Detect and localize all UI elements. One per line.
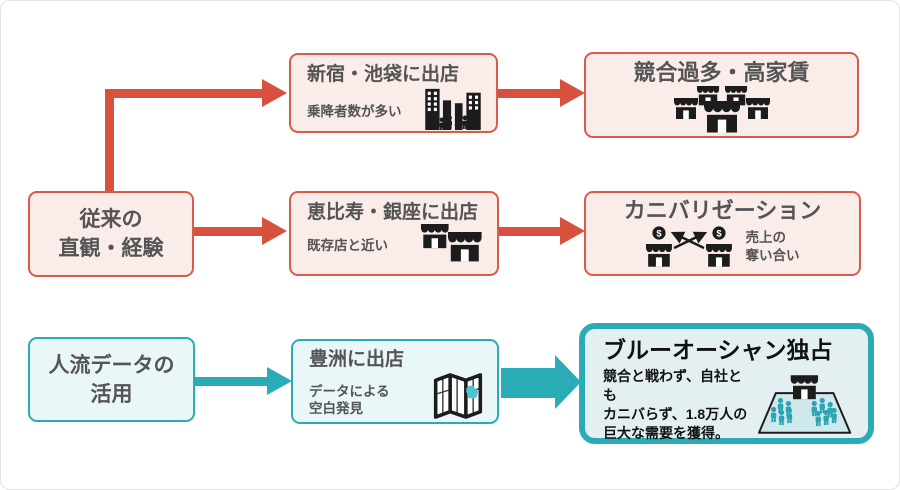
- node-toyosu: 豊洲に出店 データによる 空白発見: [291, 339, 499, 424]
- arrow-ebisu-to-cannibalization-head: [560, 217, 585, 245]
- cannibalization-title: カニバリゼーション: [623, 198, 822, 223]
- blueocean-body-line2: カニバらず、1.8万人の: [603, 406, 748, 422]
- toyosu-subtitle-line2: 空白発見: [309, 401, 363, 416]
- node-ebisu-ginza: 恵比寿・銀座に出店 既存店と近い: [289, 191, 499, 276]
- arrow-shinjuku-to-overcompetition-head: [560, 79, 585, 107]
- traditional-title-line1: 従来の: [79, 208, 143, 231]
- node-shinjuku-ikebukuro: 新宿・池袋に出店 乗降者数が多い: [289, 53, 498, 133]
- svg-text:$: $: [656, 228, 662, 239]
- blueocean-title: ブルーオーシャン独占: [603, 337, 833, 363]
- peopleflow-title-line2: 活用: [90, 382, 133, 406]
- node-people-flow-data: 人流データの 活用: [28, 337, 195, 422]
- arrow-toyosu-to-blueocean-head: [555, 355, 581, 409]
- node-overcompetition-highrent: 競合過多・高家賃: [584, 52, 859, 138]
- city-crowd-icon: [425, 88, 481, 130]
- cannibalization-caption-line1: 売上の: [745, 230, 787, 245]
- arrow-shinjuku-to-overcompetition: [496, 89, 561, 98]
- shinjuku-title: 新宿・池袋に出店: [307, 64, 460, 85]
- store-cluster-icon: [673, 86, 770, 133]
- stores-revenue-swap-icon: $ $: [645, 226, 732, 267]
- ebisu-title: 恵比寿・銀座に出店: [307, 202, 479, 223]
- node-peopleflow-title: 人流データの 活用: [30, 339, 193, 420]
- arrow-traditional-to-shinjuku-vertical: [105, 93, 114, 191]
- arrow-traditional-to-shinjuku-horizontal: [105, 89, 263, 98]
- peopleflow-title-line1: 人流データの: [48, 353, 175, 377]
- traditional-title-line2: 直観・経験: [58, 237, 164, 260]
- blueocean-body: 競合と戦わず、自社とも カニバらず、1.8万人の 巨大な需要を獲得。: [603, 367, 755, 443]
- arrow-toyosu-to-blueocean-shaft: [501, 368, 555, 398]
- arrow-peopleflow-to-toyosu-head: [267, 367, 292, 395]
- cannibalization-caption-line2: 奪い合い: [745, 248, 800, 263]
- area-store-people-icon: [757, 375, 852, 434]
- arrow-traditional-to-ebisu-head: [262, 217, 287, 245]
- node-cannibalization: カニバリゼーション $ $ 売上の: [584, 191, 861, 276]
- node-traditional-intuition: 従来の 直観・経験: [28, 191, 194, 277]
- cannibalization-caption: 売上の 奪い合い: [746, 229, 800, 265]
- blueocean-body-line3: 巨大な需要を獲得。: [603, 425, 729, 441]
- blueocean-body-line1: 競合と戦わず、自社とも: [603, 368, 743, 403]
- toyosu-subtitle: データによる 空白発見: [309, 383, 390, 421]
- arrow-ebisu-to-cannibalization: [497, 227, 561, 236]
- shinjuku-subtitle: 乗降者数が多い: [307, 104, 402, 119]
- svg-text:$: $: [716, 228, 722, 239]
- node-blue-ocean-monopoly: ブルーオーシャン独占 競合と戦わず、自社とも カニバらず、1.8万人の 巨大な需…: [579, 323, 874, 444]
- two-stores-icon: [421, 224, 482, 262]
- arrow-traditional-to-ebisu: [192, 227, 263, 236]
- toyosu-title: 豊洲に出店: [309, 349, 405, 370]
- arrow-traditional-to-shinjuku-head: [262, 79, 287, 107]
- node-traditional-title: 従来の 直観・経験: [30, 193, 192, 275]
- toyosu-subtitle-line1: データによる: [309, 384, 390, 399]
- folded-map-icon: [433, 373, 483, 419]
- arrow-peopleflow-to-toyosu: [193, 377, 268, 386]
- ebisu-subtitle: 既存店と近い: [307, 238, 388, 253]
- overcompetition-title: 競合過多・高家賃: [633, 60, 810, 85]
